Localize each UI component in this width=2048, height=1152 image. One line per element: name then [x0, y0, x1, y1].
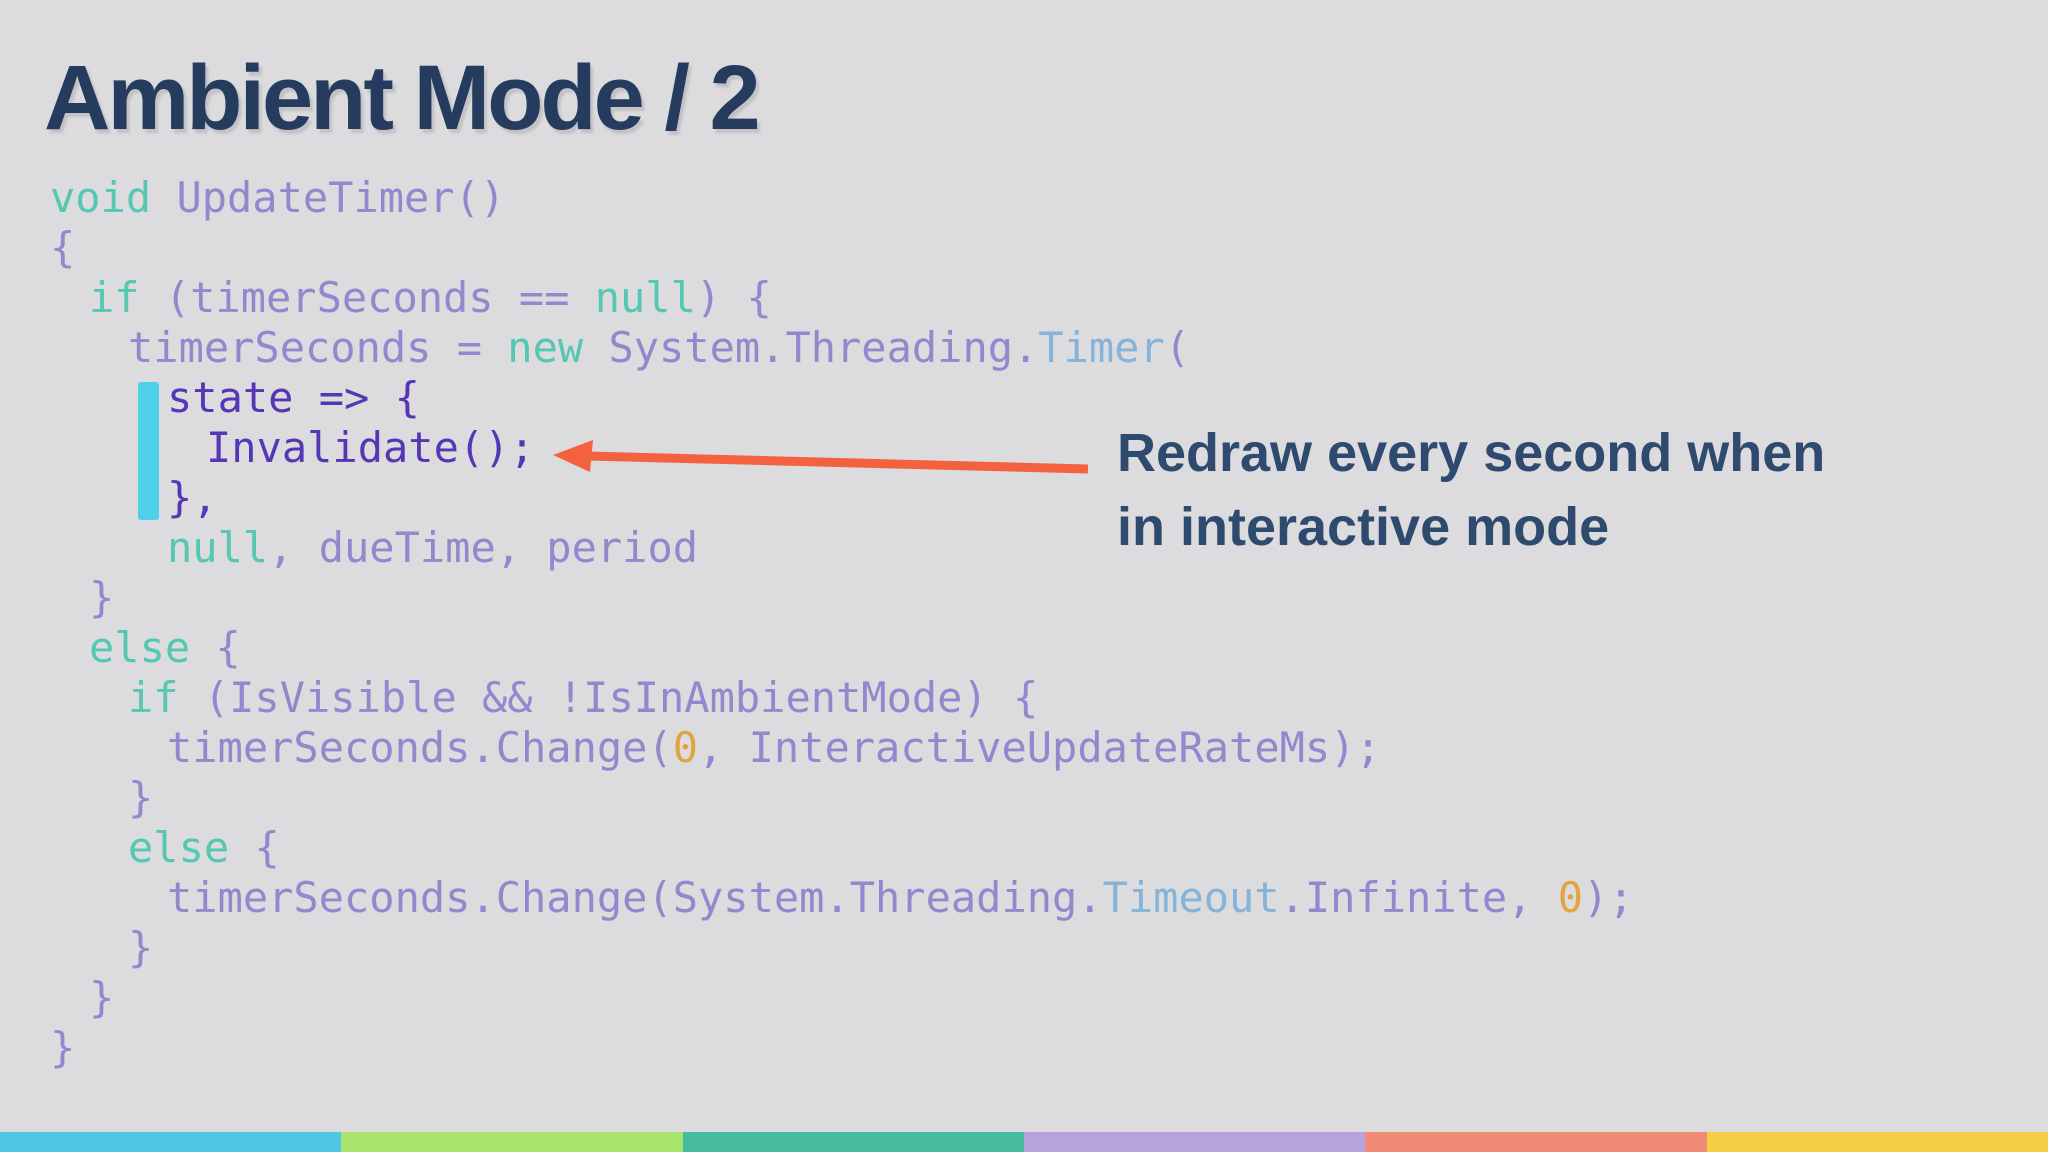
code-line-highlighted: Invalidate();	[0, 423, 2048, 473]
annotation-line-2: in interactive mode	[1117, 497, 1610, 557]
annotation-arrow-icon	[553, 440, 1089, 474]
code-line: }	[0, 573, 2048, 623]
code-token: .Infinite,	[1279, 873, 1558, 922]
code-token: {	[50, 223, 76, 272]
code-line: timerSeconds.Change(0, InteractiveUpdate…	[0, 723, 2048, 773]
code-line: }	[0, 1023, 2048, 1073]
code-line: timerSeconds = new System.Threading.Time…	[0, 323, 2048, 373]
code-token: {	[229, 823, 280, 872]
code-token: UpdateTimer()	[151, 173, 506, 222]
code-line: else {	[0, 623, 2048, 673]
code-highlight-bar	[138, 382, 159, 520]
footer-stripe-segment	[1365, 1132, 1707, 1152]
code-line: }	[0, 923, 2048, 973]
code-token: 0	[672, 723, 699, 772]
code-token: },	[167, 473, 218, 522]
code-token: }	[89, 973, 115, 1022]
code-block: void UpdateTimer(){if (timerSeconds == n…	[0, 173, 2048, 1073]
code-line: timerSeconds.Change(System.Threading.Tim…	[0, 873, 2048, 923]
code-token: , InteractiveUpdateRateMs);	[698, 723, 1381, 772]
code-token: );	[1583, 873, 1634, 922]
code-token: null	[167, 523, 269, 572]
code-token: Timeout	[1102, 873, 1280, 922]
code-token: Invalidate();	[206, 423, 535, 472]
code-line: else {	[0, 823, 2048, 873]
code-token: {	[190, 623, 241, 672]
code-line: if (timerSeconds == null) {	[0, 273, 2048, 323]
footer-stripe-segment	[341, 1132, 683, 1152]
code-line: null, dueTime, period	[0, 523, 2048, 573]
code-line-highlighted: },	[0, 473, 2048, 523]
annotation-text: Redraw every second when in interactive …	[1117, 416, 1825, 564]
code-token: (	[1164, 323, 1191, 372]
code-token: void	[50, 173, 152, 222]
code-token: if	[128, 673, 179, 722]
code-token: ) {	[695, 273, 772, 322]
code-line: void UpdateTimer()	[0, 173, 2048, 223]
slide-title: Ambient Mode / 2	[44, 47, 761, 149]
code-line: }	[0, 973, 2048, 1023]
code-token: }	[128, 773, 154, 822]
footer-stripe	[0, 1132, 2048, 1152]
code-line: {	[0, 223, 2048, 273]
code-line-highlighted: state => {	[0, 373, 2048, 423]
code-token: 0	[1557, 873, 1584, 922]
code-token: (timerSeconds ==	[139, 273, 595, 322]
code-token: }	[50, 1023, 76, 1072]
code-token: if	[89, 273, 140, 322]
code-token: System.Threading.	[583, 323, 1039, 372]
code-token: else	[128, 823, 230, 872]
code-token: else	[89, 623, 191, 672]
code-token: state => {	[167, 373, 420, 422]
code-token: , dueTime, period	[268, 523, 699, 572]
code-token: timerSeconds =	[128, 323, 508, 372]
footer-stripe-segment	[0, 1132, 342, 1152]
annotation-line-1: Redraw every second when	[1117, 423, 1826, 483]
code-token: new	[507, 323, 584, 372]
code-token: (IsVisible && !IsInAmbientMode) {	[178, 673, 1039, 722]
footer-stripe-segment	[1023, 1132, 1366, 1152]
code-line: if (IsVisible && !IsInAmbientMode) {	[0, 673, 2048, 723]
code-token: timerSeconds.Change(System.Threading.	[167, 873, 1103, 922]
code-token: Timer	[1038, 323, 1165, 372]
footer-stripe-segment	[1706, 1132, 2048, 1152]
code-token: timerSeconds.Change(	[167, 723, 673, 772]
code-token: }	[89, 573, 115, 622]
footer-stripe-segment	[682, 1132, 1024, 1152]
code-token: null	[594, 273, 696, 322]
code-line: }	[0, 773, 2048, 823]
code-token: }	[128, 923, 154, 972]
